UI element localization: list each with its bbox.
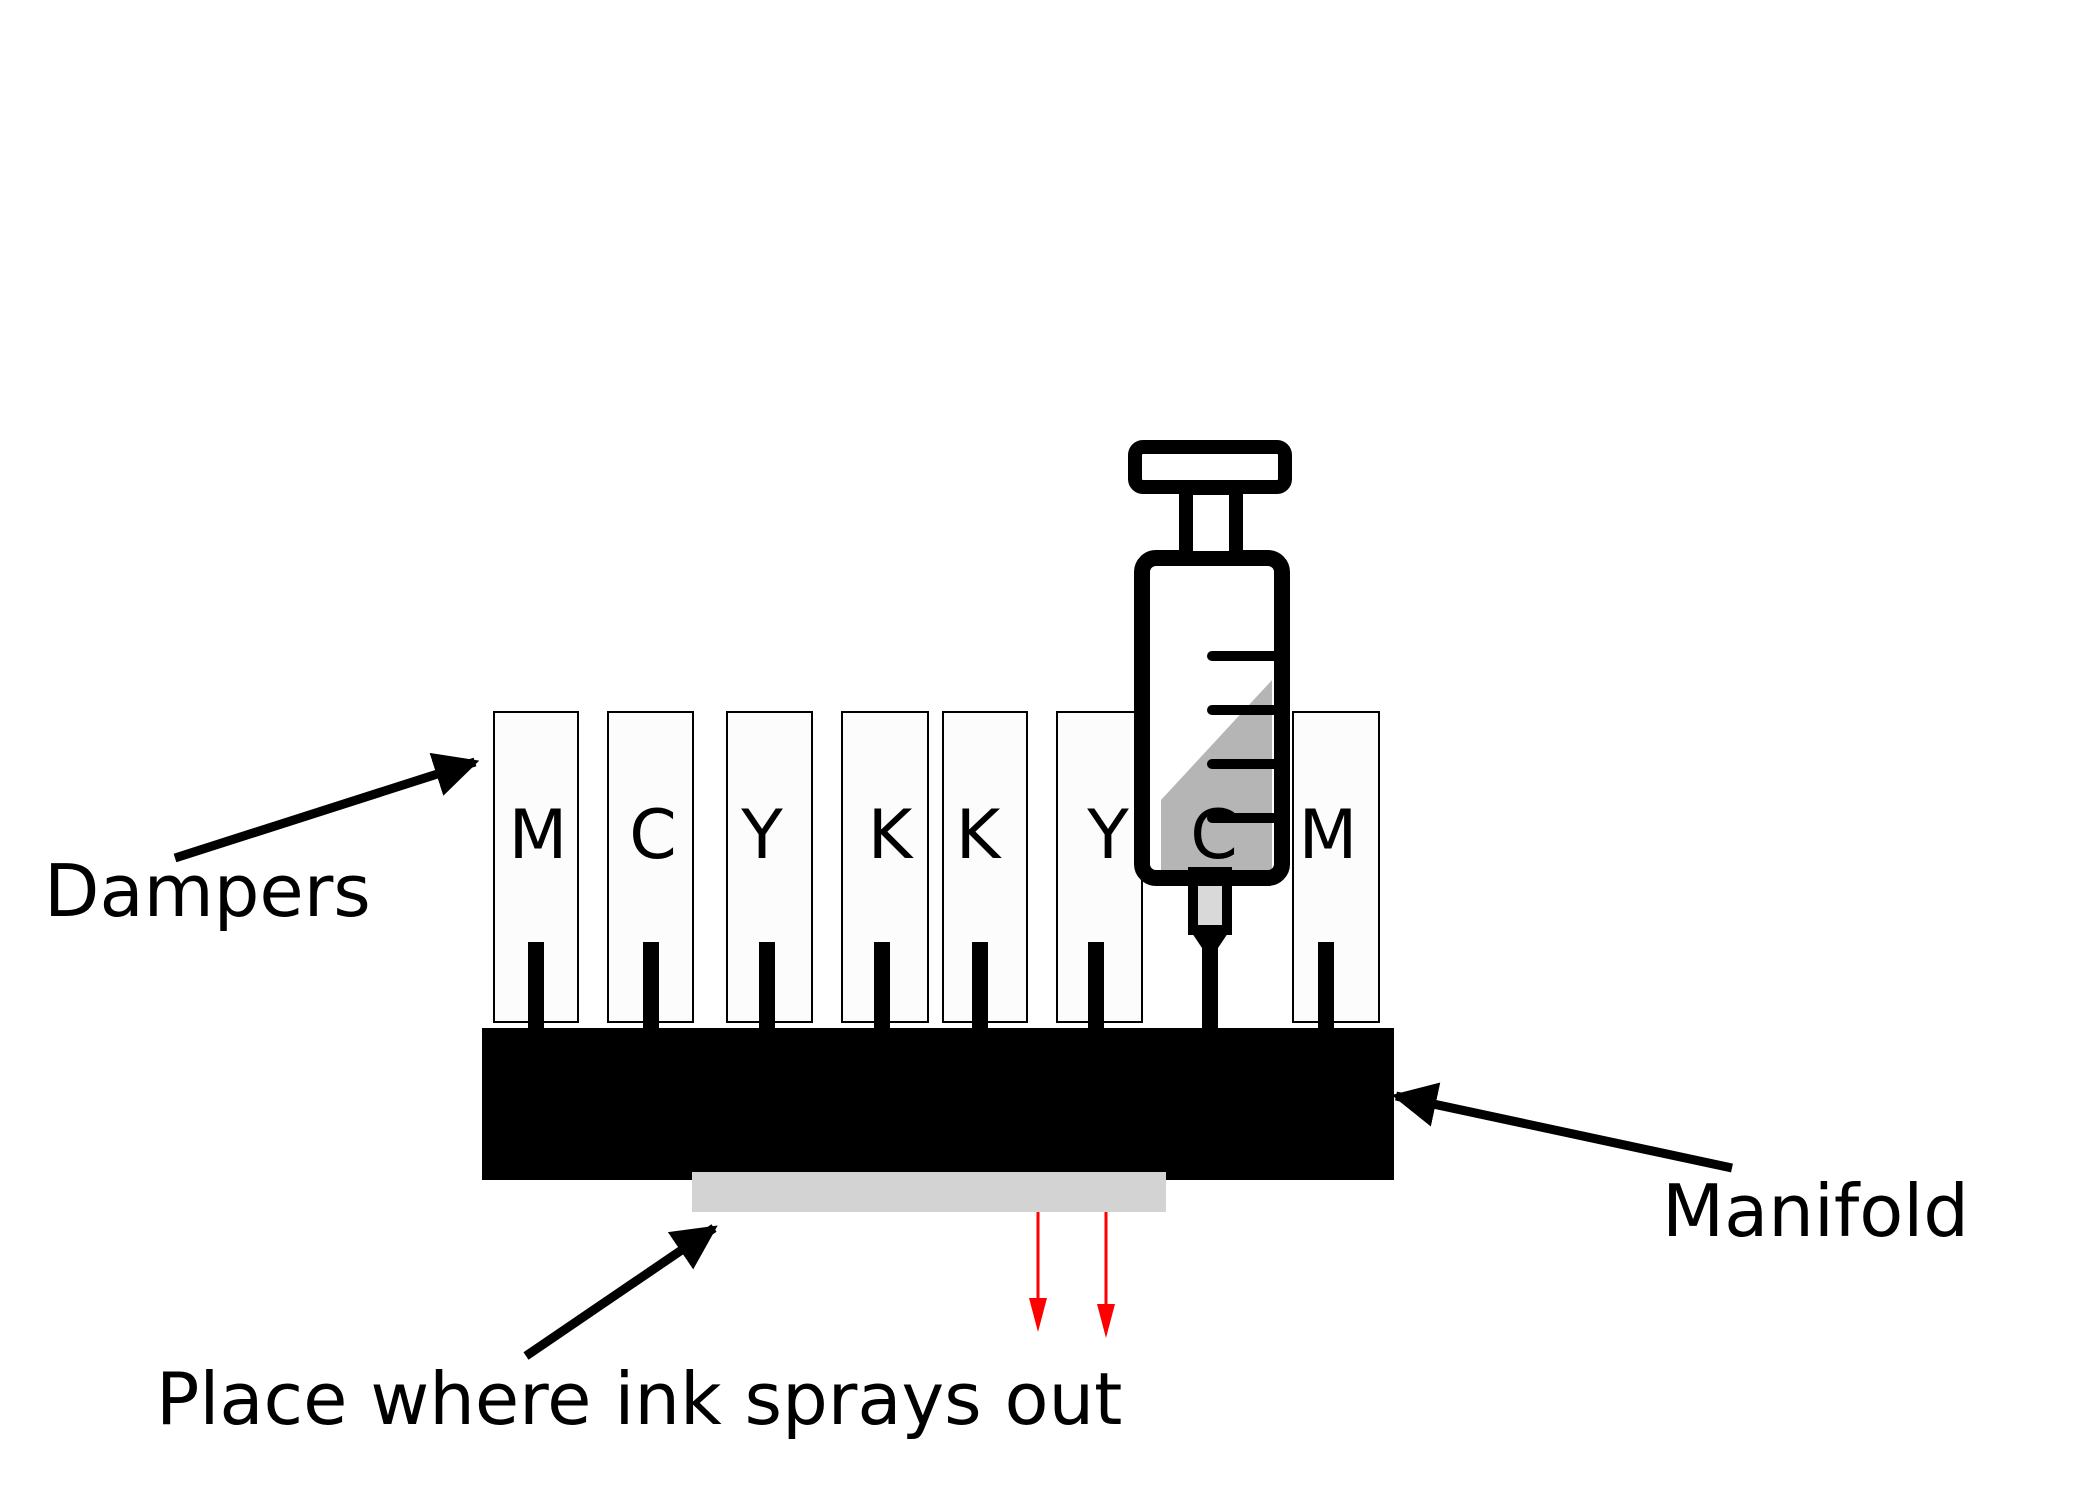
spray-arrow-head — [1029, 1298, 1047, 1332]
damper-label: C — [629, 796, 676, 875]
syringe-icon — [1128, 440, 1292, 1028]
dampers-pointer-arrow — [173, 752, 480, 863]
damper-stem — [1088, 942, 1104, 1028]
damper-label: Y — [740, 796, 783, 875]
damper-label: Y — [1086, 796, 1129, 875]
spray-pointer-arrow — [523, 1224, 718, 1360]
damper-6[interactable]: Y — [1056, 711, 1143, 1028]
damper-stem — [972, 942, 988, 1028]
syringe-plunger-cap — [1128, 440, 1292, 494]
damper-3[interactable]: Y — [726, 711, 813, 1028]
damper-label: K — [956, 796, 1003, 875]
syringe-plunger-rod — [1179, 481, 1243, 565]
damper-8[interactable]: M — [1292, 711, 1380, 1028]
damper-2[interactable]: C — [607, 711, 694, 1028]
manifold-pointer-arrow — [1391, 1082, 1733, 1173]
damper-4[interactable]: K — [841, 711, 929, 1028]
damper-stem — [874, 942, 890, 1028]
dampers-label: Dampers — [44, 849, 371, 933]
syringe-ink — [1161, 680, 1272, 872]
spray-arrows — [1029, 1212, 1115, 1338]
damper-label: M — [509, 796, 568, 875]
damper-1[interactable]: M — [493, 711, 579, 1028]
manifold[interactable] — [482, 1028, 1394, 1180]
damper-stem — [528, 942, 544, 1028]
syringe-hub-tip — [1190, 930, 1230, 948]
damper-5[interactable]: K — [942, 711, 1028, 1028]
spray-label: Place where ink sprays out — [156, 1357, 1122, 1441]
damper-stem — [759, 942, 775, 1028]
damper-label: M — [1299, 796, 1358, 875]
spray-arrow-head — [1097, 1304, 1115, 1338]
damper-7-label: C — [1190, 796, 1237, 875]
damper-stem — [1318, 942, 1334, 1028]
callout-arrows — [173, 752, 1733, 1360]
damper-stem — [643, 942, 659, 1028]
dampers-group: M C Y K K Y — [493, 711, 1380, 1028]
syringe-needle — [1202, 930, 1218, 1028]
nozzle-plate[interactable] — [692, 1172, 1166, 1212]
damper-body — [1292, 711, 1380, 1023]
manifold-label: Manifold — [1662, 1169, 1969, 1253]
damper-label: K — [868, 796, 915, 875]
